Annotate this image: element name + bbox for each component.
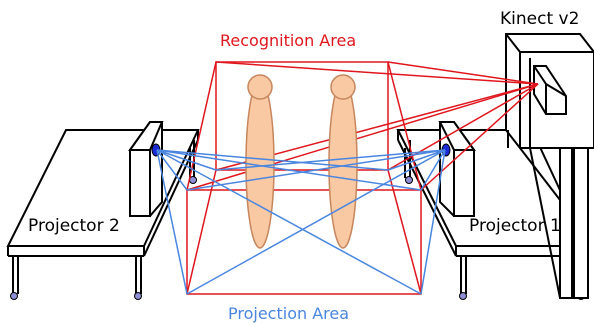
left-table-foot: [10, 292, 18, 300]
projector-2: [128, 121, 164, 217]
person-left-head: [247, 74, 273, 100]
projector-2-label: Projector 2: [28, 216, 120, 236]
recognition-area-label: Recognition Area: [220, 31, 357, 50]
person-right: [328, 74, 358, 249]
recognition-ray: [215, 61, 539, 85]
projector-1-label: Projector 1: [469, 216, 561, 236]
projection-area: [156, 149, 446, 295]
person-left: [245, 74, 275, 249]
person-right-head: [330, 74, 356, 100]
left-table: [6, 129, 200, 300]
projector-1: [438, 121, 476, 217]
projection-ray: [156, 149, 188, 191]
right-table: [396, 129, 588, 300]
projection-area-label: Projection Area: [228, 304, 350, 323]
kinect-label: Kinect v2: [500, 9, 580, 29]
kinect-sensor: [533, 65, 567, 115]
